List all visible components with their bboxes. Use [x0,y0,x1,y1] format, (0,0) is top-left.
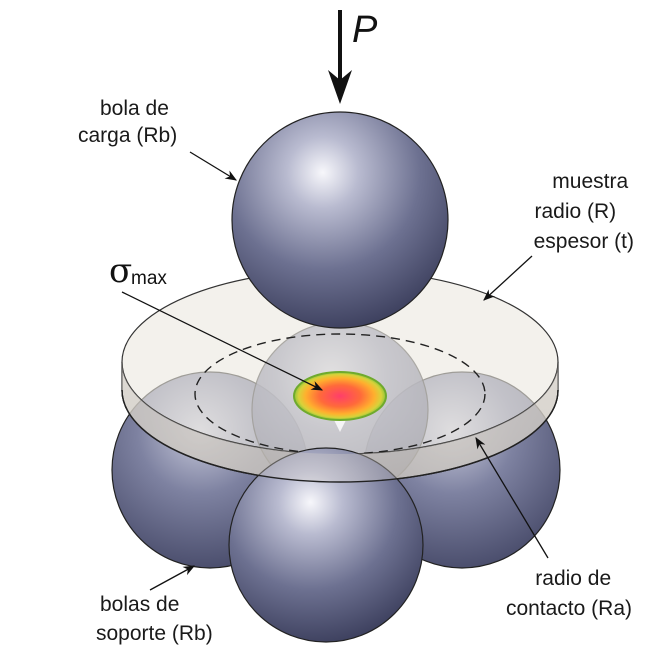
contact-radius-label-line1: radio de [535,567,611,590]
support-balls-label: bolas de soporte (Rb) [96,593,213,645]
sample-label: muestra radio (R) espesor (t) [534,170,634,253]
loading-ball-label-line1: bola de [100,97,169,120]
support-balls-leader [150,566,194,590]
loading-ball [232,112,448,328]
force-label: P [352,9,378,51]
support-balls-label-line2: soporte (Rb) [96,622,213,645]
sigma-max-label: σ max [109,251,167,291]
sample-label-line2: radio (R) [534,200,616,223]
support-balls-label-line1: bolas de [100,593,179,616]
force-arrow [328,10,352,104]
contact-radius-label-line2: contacto (Ra) [506,597,632,620]
loading-ball-label-line2: carga (Rb) [78,124,177,147]
contact-radius-label: radio de contacto (Ra) [506,567,632,620]
sigma-subscript: max [131,268,167,289]
sample-label-line3: espesor (t) [534,230,634,253]
sample-leader [484,256,532,300]
loading-ball-label: bola de carga (Rb) [78,97,177,147]
max-stress-zone [294,372,386,420]
sigma-symbol: σ [109,251,132,291]
sample-label-line1: muestra [552,170,628,193]
loading-ball-leader [190,152,236,180]
